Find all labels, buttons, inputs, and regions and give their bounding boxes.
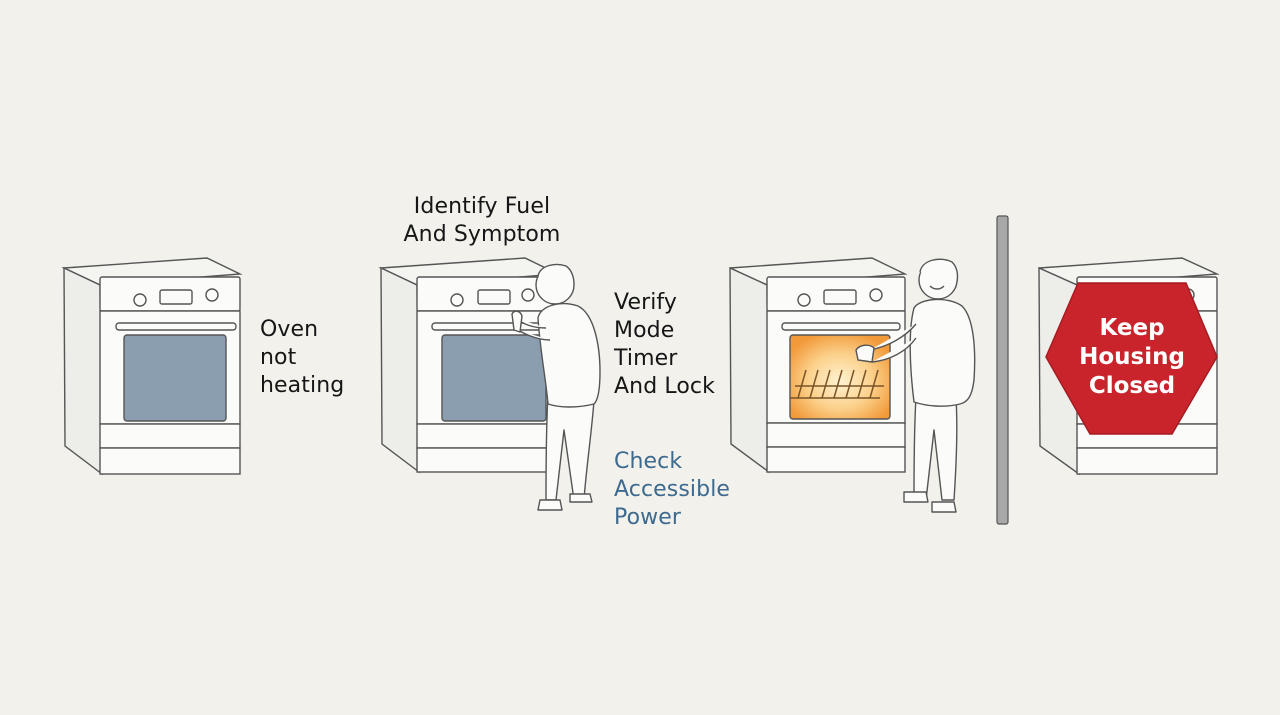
oven-2-knob-icon — [450, 293, 464, 307]
oven-1-knob-icon — [133, 293, 147, 307]
person-2-icon — [855, 258, 976, 513]
label-keep-housing-closed: Keep Housing Closed — [1079, 315, 1185, 399]
oven-2 — [378, 257, 561, 474]
oven-1 — [61, 257, 243, 476]
oven-rack-icon — [790, 369, 884, 399]
barrier-post-icon — [996, 215, 1009, 525]
label-verify-mode-timer-lock: Verify Mode Timer And Lock — [614, 290, 715, 399]
label-check-accessible-power: Check Accessible Power — [614, 449, 731, 530]
stop-sign-icon — [1045, 282, 1218, 435]
oven-3 — [729, 257, 908, 474]
oven-1-window-icon — [123, 334, 227, 422]
oven-1-knob-2-icon — [205, 288, 219, 302]
person-1-icon — [511, 263, 601, 511]
label-oven-not-heating: Oven not heating — [260, 317, 345, 398]
label-identify-fuel-symptom: Identify Fuel And Symptom — [403, 194, 561, 247]
oven-2-window-icon — [441, 334, 547, 422]
